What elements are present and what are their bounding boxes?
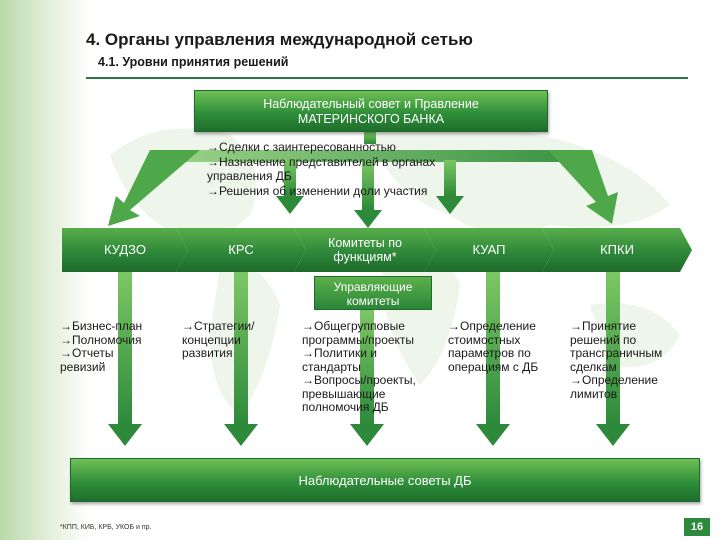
decision-item: →Назначение представителей в органах — [207, 154, 436, 169]
top-bar-connector — [150, 132, 590, 162]
managing-committees-line2: комитеты — [346, 294, 400, 308]
subsidiary-boards-box: Наблюдательные советы ДБ — [70, 458, 700, 502]
arrow-to-kps — [276, 160, 304, 214]
kpki-responsibilities: →Принятие решений по трансграничным сдел… — [570, 319, 663, 401]
page-number: 16 — [684, 518, 710, 536]
list-item: лимитов — [570, 386, 618, 401]
list-item: концепции — [182, 332, 241, 347]
parent-bank-board-line2: МАТЕРИНСКОГО БАНКА — [297, 112, 445, 126]
committee-functional-label: Комитеты по функциям* — [328, 236, 402, 264]
list-item: →Принятие — [570, 319, 636, 333]
committee-kps-label: КРС — [228, 242, 254, 257]
list-item: программы/проекты — [302, 332, 415, 347]
list-item: →Общегрупповые — [302, 319, 405, 333]
list-item: →Полномочия — [60, 332, 142, 347]
arrow-to-kuap — [436, 160, 464, 214]
arrow-to-kpki — [548, 150, 618, 224]
list-item: превышающие — [302, 386, 386, 401]
kudzo-responsibilities: →Бизнес-план →Полномочия →Отчеты ревизий — [60, 319, 143, 374]
list-item: →Стратегии/ — [182, 319, 255, 333]
committee-kps: КРС — [176, 228, 306, 272]
arrow-to-functional-committees — [354, 160, 382, 228]
page-subtitle: 4.1. Уровни принятия решений — [98, 55, 289, 69]
title-divider — [86, 77, 688, 79]
list-item: ревизий — [60, 359, 106, 374]
committee-kuap: КУАП — [424, 228, 554, 272]
committee-kudzo: КУДЗО — [62, 228, 188, 272]
decision-item: →Сделки с заинтересованностью — [207, 140, 396, 154]
decision-item: управления ДБ — [207, 169, 292, 183]
list-item: →Вопросы/проекты, — [302, 373, 416, 387]
list-item: параметров по — [448, 346, 531, 360]
committee-kudzo-label: КУДЗО — [103, 242, 146, 257]
list-item: →Отчеты — [60, 346, 114, 360]
list-item: полномочия ДБ — [302, 400, 389, 414]
list-item: развития — [182, 346, 233, 360]
committee-kpki-label: КПКИ — [600, 242, 634, 257]
managing-committees-line1: Управляющие — [333, 280, 413, 294]
parent-bank-board-line1: Наблюдательный совет и Правление — [263, 97, 479, 111]
footnote: *КПП, КИБ, КРБ, УКОБ и пр. — [60, 524, 152, 531]
list-item: трансграничным — [570, 346, 663, 360]
parent-bank-board-box: Наблюдательный совет и Правление МАТЕРИН… — [194, 90, 548, 132]
committee-kuap-label: КУАП — [472, 242, 506, 257]
committee-functional: Комитеты по функциям* — [294, 228, 436, 272]
committee-kpki: КПКИ — [542, 228, 692, 272]
decision-item: →Решения об изменении доли участия — [207, 183, 428, 198]
list-item: решений по — [570, 332, 637, 347]
arrow-to-kudzo — [108, 150, 200, 226]
parent-bank-decisions: →Сделки с заинтересованностью →Назначени… — [207, 140, 547, 198]
list-item: →Определение — [570, 373, 658, 387]
list-item: стандарты — [302, 359, 361, 374]
list-item: →Политики и — [302, 346, 377, 360]
list-item: →Бизнес-план — [60, 319, 143, 333]
kps-responsibilities: →Стратегии/ концепции развития — [182, 319, 255, 361]
functional-committees-responsibilities: →Общегрупповые программы/проекты →Полити… — [302, 319, 416, 415]
list-item: сделкам — [570, 359, 617, 374]
list-item: операциям с ДБ — [448, 359, 539, 374]
list-item: →Определение — [448, 319, 536, 333]
list-item: стоимостных — [448, 332, 521, 347]
managing-committees-box: Управляющие комитеты — [314, 276, 432, 310]
kuap-responsibilities: →Определение стоимостных параметров по о… — [448, 319, 539, 374]
page-title: 4. Органы управления международной сетью — [86, 30, 473, 49]
down-arrows — [108, 272, 630, 446]
